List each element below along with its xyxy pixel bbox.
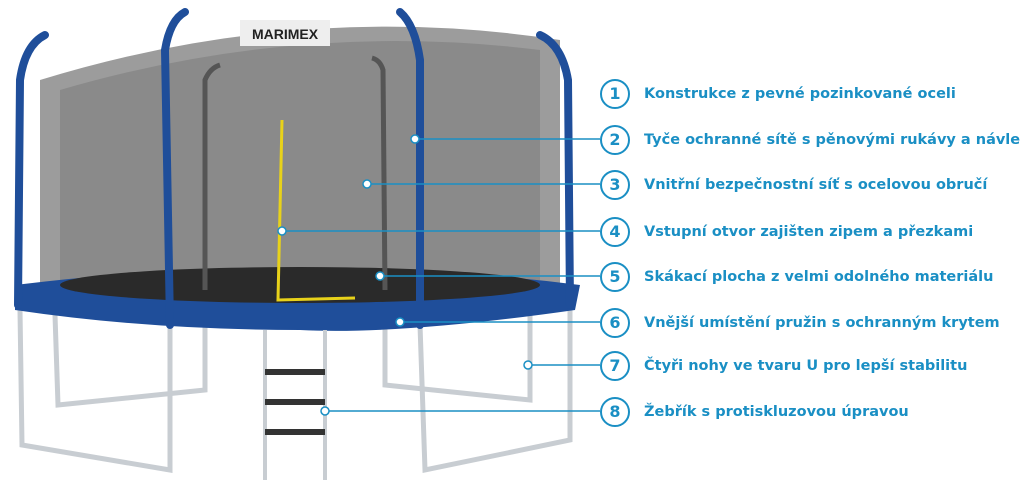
callout-number: 7 (600, 351, 630, 381)
entrance-zipper (276, 119, 356, 302)
brand-logo: MARIMEX (252, 26, 319, 42)
callout-label: Vstupní otvor zajišten zipem a přezkami (644, 224, 974, 240)
callout-number: 6 (600, 308, 630, 338)
jumping-mat (60, 267, 540, 303)
callout-number: 3 (600, 170, 630, 200)
callout-label: Skákací plocha z velmi odolného materiál… (644, 269, 994, 285)
callout-label: Žebřík s protiskluzovou úpravou (644, 404, 909, 420)
callout-number: 5 (600, 262, 630, 292)
callout-number: 4 (600, 217, 630, 247)
net-poles (14, 8, 574, 329)
u-legs (17, 309, 573, 474)
callout-label: Tyče ochranné sítě s pěnovými rukávy a n… (644, 132, 1020, 148)
callout-label: Vnější umístění pružin s ochranným kryte… (644, 315, 1000, 331)
callout-number: 1 (600, 79, 630, 109)
callout-label: Čtyři nohy ve tvaru U pro lepší stabilit… (644, 358, 968, 374)
callout-number: 8 (600, 397, 630, 427)
callout-label: Konstrukce z pevné pozinkované oceli (644, 86, 956, 102)
callout-lines (277, 134, 600, 416)
callout-number: 2 (600, 125, 630, 155)
callout-label: Vnitřní bezpečnostní síť s ocelovou obru… (644, 177, 988, 193)
